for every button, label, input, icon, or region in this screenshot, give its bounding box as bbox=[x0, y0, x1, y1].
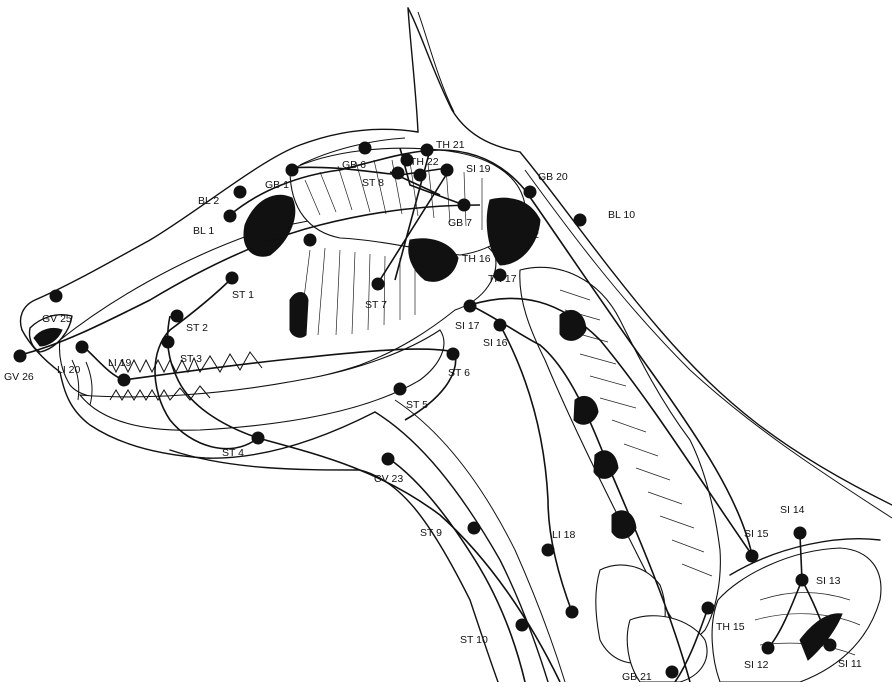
point-li18 bbox=[542, 544, 555, 557]
point-st6 bbox=[447, 348, 460, 361]
point-cv23 bbox=[382, 453, 395, 466]
label-si14: SI 14 bbox=[780, 504, 805, 516]
label-bl1: BL 1 bbox=[193, 225, 214, 237]
cervical-spine bbox=[520, 267, 721, 682]
label-si19: SI 19 bbox=[466, 163, 491, 175]
point-li20 bbox=[76, 341, 89, 354]
point-th21 bbox=[421, 144, 434, 157]
point-st2 bbox=[171, 310, 184, 323]
label-si12: SI 12 bbox=[744, 659, 769, 671]
label-st6: ST 6 bbox=[448, 367, 470, 379]
point-th16 bbox=[434, 249, 447, 262]
label-bl10: BL 10 bbox=[608, 209, 635, 221]
point-st4 bbox=[252, 432, 265, 445]
label-gb7: GB 7 bbox=[448, 217, 472, 229]
point-st5 bbox=[394, 383, 407, 396]
label-st4: ST 4 bbox=[222, 447, 244, 459]
point-si16 bbox=[494, 319, 507, 332]
point-si14 bbox=[794, 527, 807, 540]
point-st10 bbox=[516, 619, 529, 632]
point-gb6 bbox=[359, 142, 372, 155]
point-bl2 bbox=[234, 186, 247, 199]
label-gb20: GB 20 bbox=[538, 171, 568, 183]
label-gv26: GV 26 bbox=[4, 371, 34, 383]
point-gb1 bbox=[286, 164, 299, 177]
point-misc-b bbox=[414, 169, 427, 182]
point-li19 bbox=[118, 374, 131, 387]
point-bl1 bbox=[224, 210, 237, 223]
point-gb20 bbox=[524, 186, 537, 199]
point-st9 bbox=[468, 522, 481, 535]
label-st3: ST 3 bbox=[180, 353, 202, 365]
label-si11: SI 11 bbox=[838, 658, 862, 670]
point-gb7 bbox=[458, 199, 471, 212]
point-misc-a bbox=[304, 234, 317, 247]
point-st8 bbox=[392, 167, 405, 180]
label-si13: SI 13 bbox=[816, 575, 841, 587]
label-st9: ST 9 bbox=[420, 527, 442, 539]
label-li18: LI 18 bbox=[552, 529, 576, 541]
label-si17: SI 17 bbox=[455, 320, 480, 332]
label-st7: ST 7 bbox=[365, 299, 387, 311]
point-si17 bbox=[464, 300, 477, 313]
point-si11 bbox=[824, 639, 837, 652]
label-gb21: GB 21 bbox=[622, 671, 652, 682]
label-st2: ST 2 bbox=[186, 322, 208, 334]
label-st10: ST 10 bbox=[460, 634, 488, 646]
label-th22: TH 22 bbox=[410, 156, 439, 168]
point-gv26 bbox=[14, 350, 27, 363]
label-st5: ST 5 bbox=[406, 399, 428, 411]
label-cv23: CV 23 bbox=[374, 473, 403, 485]
point-gv25 bbox=[50, 290, 63, 303]
point-th15 bbox=[702, 602, 715, 615]
label-li19: LI 19 bbox=[108, 357, 132, 369]
point-bl10 bbox=[574, 214, 587, 227]
skull bbox=[59, 148, 540, 430]
label-st1: ST 1 bbox=[232, 289, 254, 301]
label-th15: TH 15 bbox=[716, 621, 745, 633]
point-si13 bbox=[796, 574, 809, 587]
point-li18b bbox=[566, 606, 579, 619]
label-gb6: GB 6 bbox=[342, 159, 366, 171]
point-si19 bbox=[441, 164, 454, 177]
point-st7 bbox=[372, 278, 385, 291]
label-si15: SI 15 bbox=[744, 528, 769, 540]
label-gv25: GV 25 bbox=[42, 313, 72, 325]
label-gb1: GB 1 bbox=[265, 179, 289, 191]
label-th17: TH 17 bbox=[488, 273, 517, 285]
label-gb2: GB 2 bbox=[515, 229, 539, 241]
label-si16: SI 16 bbox=[483, 337, 508, 349]
label-li20: LI 20 bbox=[57, 364, 81, 376]
point-si15 bbox=[746, 550, 759, 563]
label-th21: TH 21 bbox=[436, 139, 465, 151]
point-st3 bbox=[162, 336, 175, 349]
point-si12 bbox=[762, 642, 775, 655]
label-st8: ST 8 bbox=[362, 177, 384, 189]
point-gb21 bbox=[666, 666, 679, 679]
label-bl2: BL 2 bbox=[198, 195, 219, 207]
point-st1 bbox=[226, 272, 239, 285]
label-th16: TH 16 bbox=[462, 253, 491, 265]
